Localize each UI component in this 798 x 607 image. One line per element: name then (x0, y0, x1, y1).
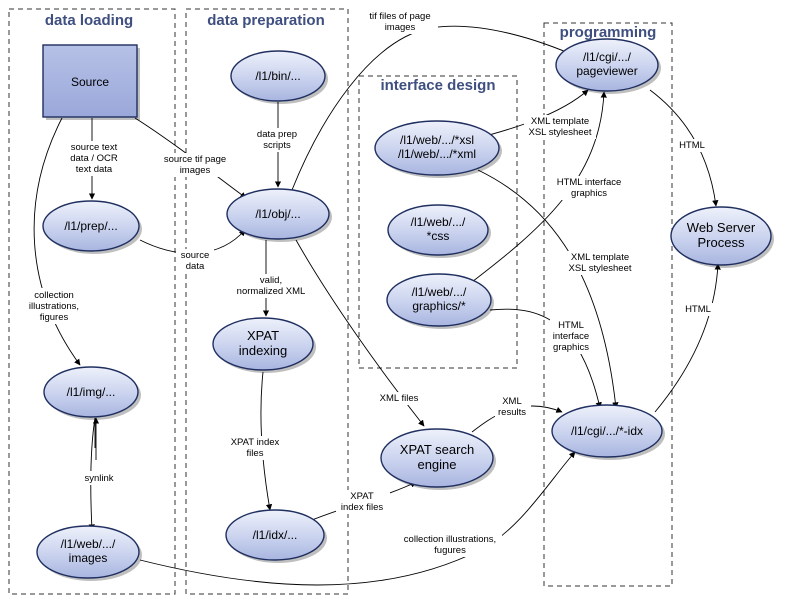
node-idx: /l1/idx/... (225, 509, 327, 563)
edge-label-valid-xml: valid,normalized XML (237, 275, 306, 297)
node-label-web-images: /l1/web/.../images (61, 537, 116, 565)
lane-title-data-loading: data loading (45, 12, 133, 29)
lane-title-interface-design: interface design (380, 77, 495, 94)
lane-interface-design: interface design (358, 75, 518, 369)
node-label-idx: /l1/idx/... (253, 528, 298, 542)
node-label-pageviewer: /l1/cgi/.../pageviewer (576, 50, 637, 78)
node-source: Source (42, 44, 140, 120)
node-label-css: /l1/web/.../*css (411, 215, 466, 243)
node-web-images: /l1/web/.../images (36, 525, 142, 581)
edge-source-img (33, 117, 81, 366)
edge-web-images-cgi-idx (139, 451, 576, 586)
node-label-source: Source (71, 75, 109, 89)
lane-title-data-preparation: data preparation (207, 12, 325, 29)
node-pageviewer: /l1/cgi/.../pageviewer (555, 38, 661, 94)
node-label-cgi-idx: /l1/cgi/.../*-idx (571, 424, 643, 438)
node-label-obj: /l1/obj/... (255, 207, 300, 221)
node-obj: /l1/obj/... (226, 188, 332, 242)
edge-label-collection-illustrations-fugures: collection illustrations,fugures (404, 534, 496, 556)
node-img: /l1/img/... (43, 366, 141, 420)
edge-graphics-pageviewer (467, 91, 607, 286)
lane-title-programming: programming (560, 24, 657, 41)
edge-cgi-idx-webserver (654, 263, 721, 413)
node-label-graphics: /l1/web/.../graphics/* (412, 285, 467, 313)
node-label-img: /l1/img/... (67, 385, 116, 399)
node-css: /l1/web/.../*css (387, 204, 491, 258)
node-graphics: /l1/web/.../graphics/* (386, 273, 494, 329)
node-xsl-xml: /l1/web/.../*xsl/l1/web/.../*xml (374, 120, 502, 178)
lane-programming: programming (543, 22, 673, 587)
edge-label-html-bottom: HTML (685, 304, 711, 315)
lane-data-loading: data loading (8, 8, 176, 595)
edge-label-xml-files: XML files (380, 393, 419, 404)
edge-xsl-cgi-idx (477, 169, 619, 409)
edge-label-html-top: HTML (679, 140, 705, 151)
node-label-xsl-xml: /l1/web/.../*xsl/l1/web/.../*xml (398, 133, 476, 161)
node-bin: /l1/bin/... (230, 50, 328, 104)
node-cgi-idx: /l1/cgi/.../*-idx (551, 404, 665, 460)
nodes: Source /l1/bin/... /l1/obj/... /l1/prep/… (36, 38, 774, 581)
node-label-bin: /l1/bin/... (255, 69, 300, 83)
edge-label-synlink: synlink (84, 473, 113, 484)
node-label-prep: /l1/prep/... (64, 219, 117, 233)
node-prep: /l1/prep/... (42, 200, 142, 254)
lane-data-preparation: data preparation (185, 8, 349, 595)
